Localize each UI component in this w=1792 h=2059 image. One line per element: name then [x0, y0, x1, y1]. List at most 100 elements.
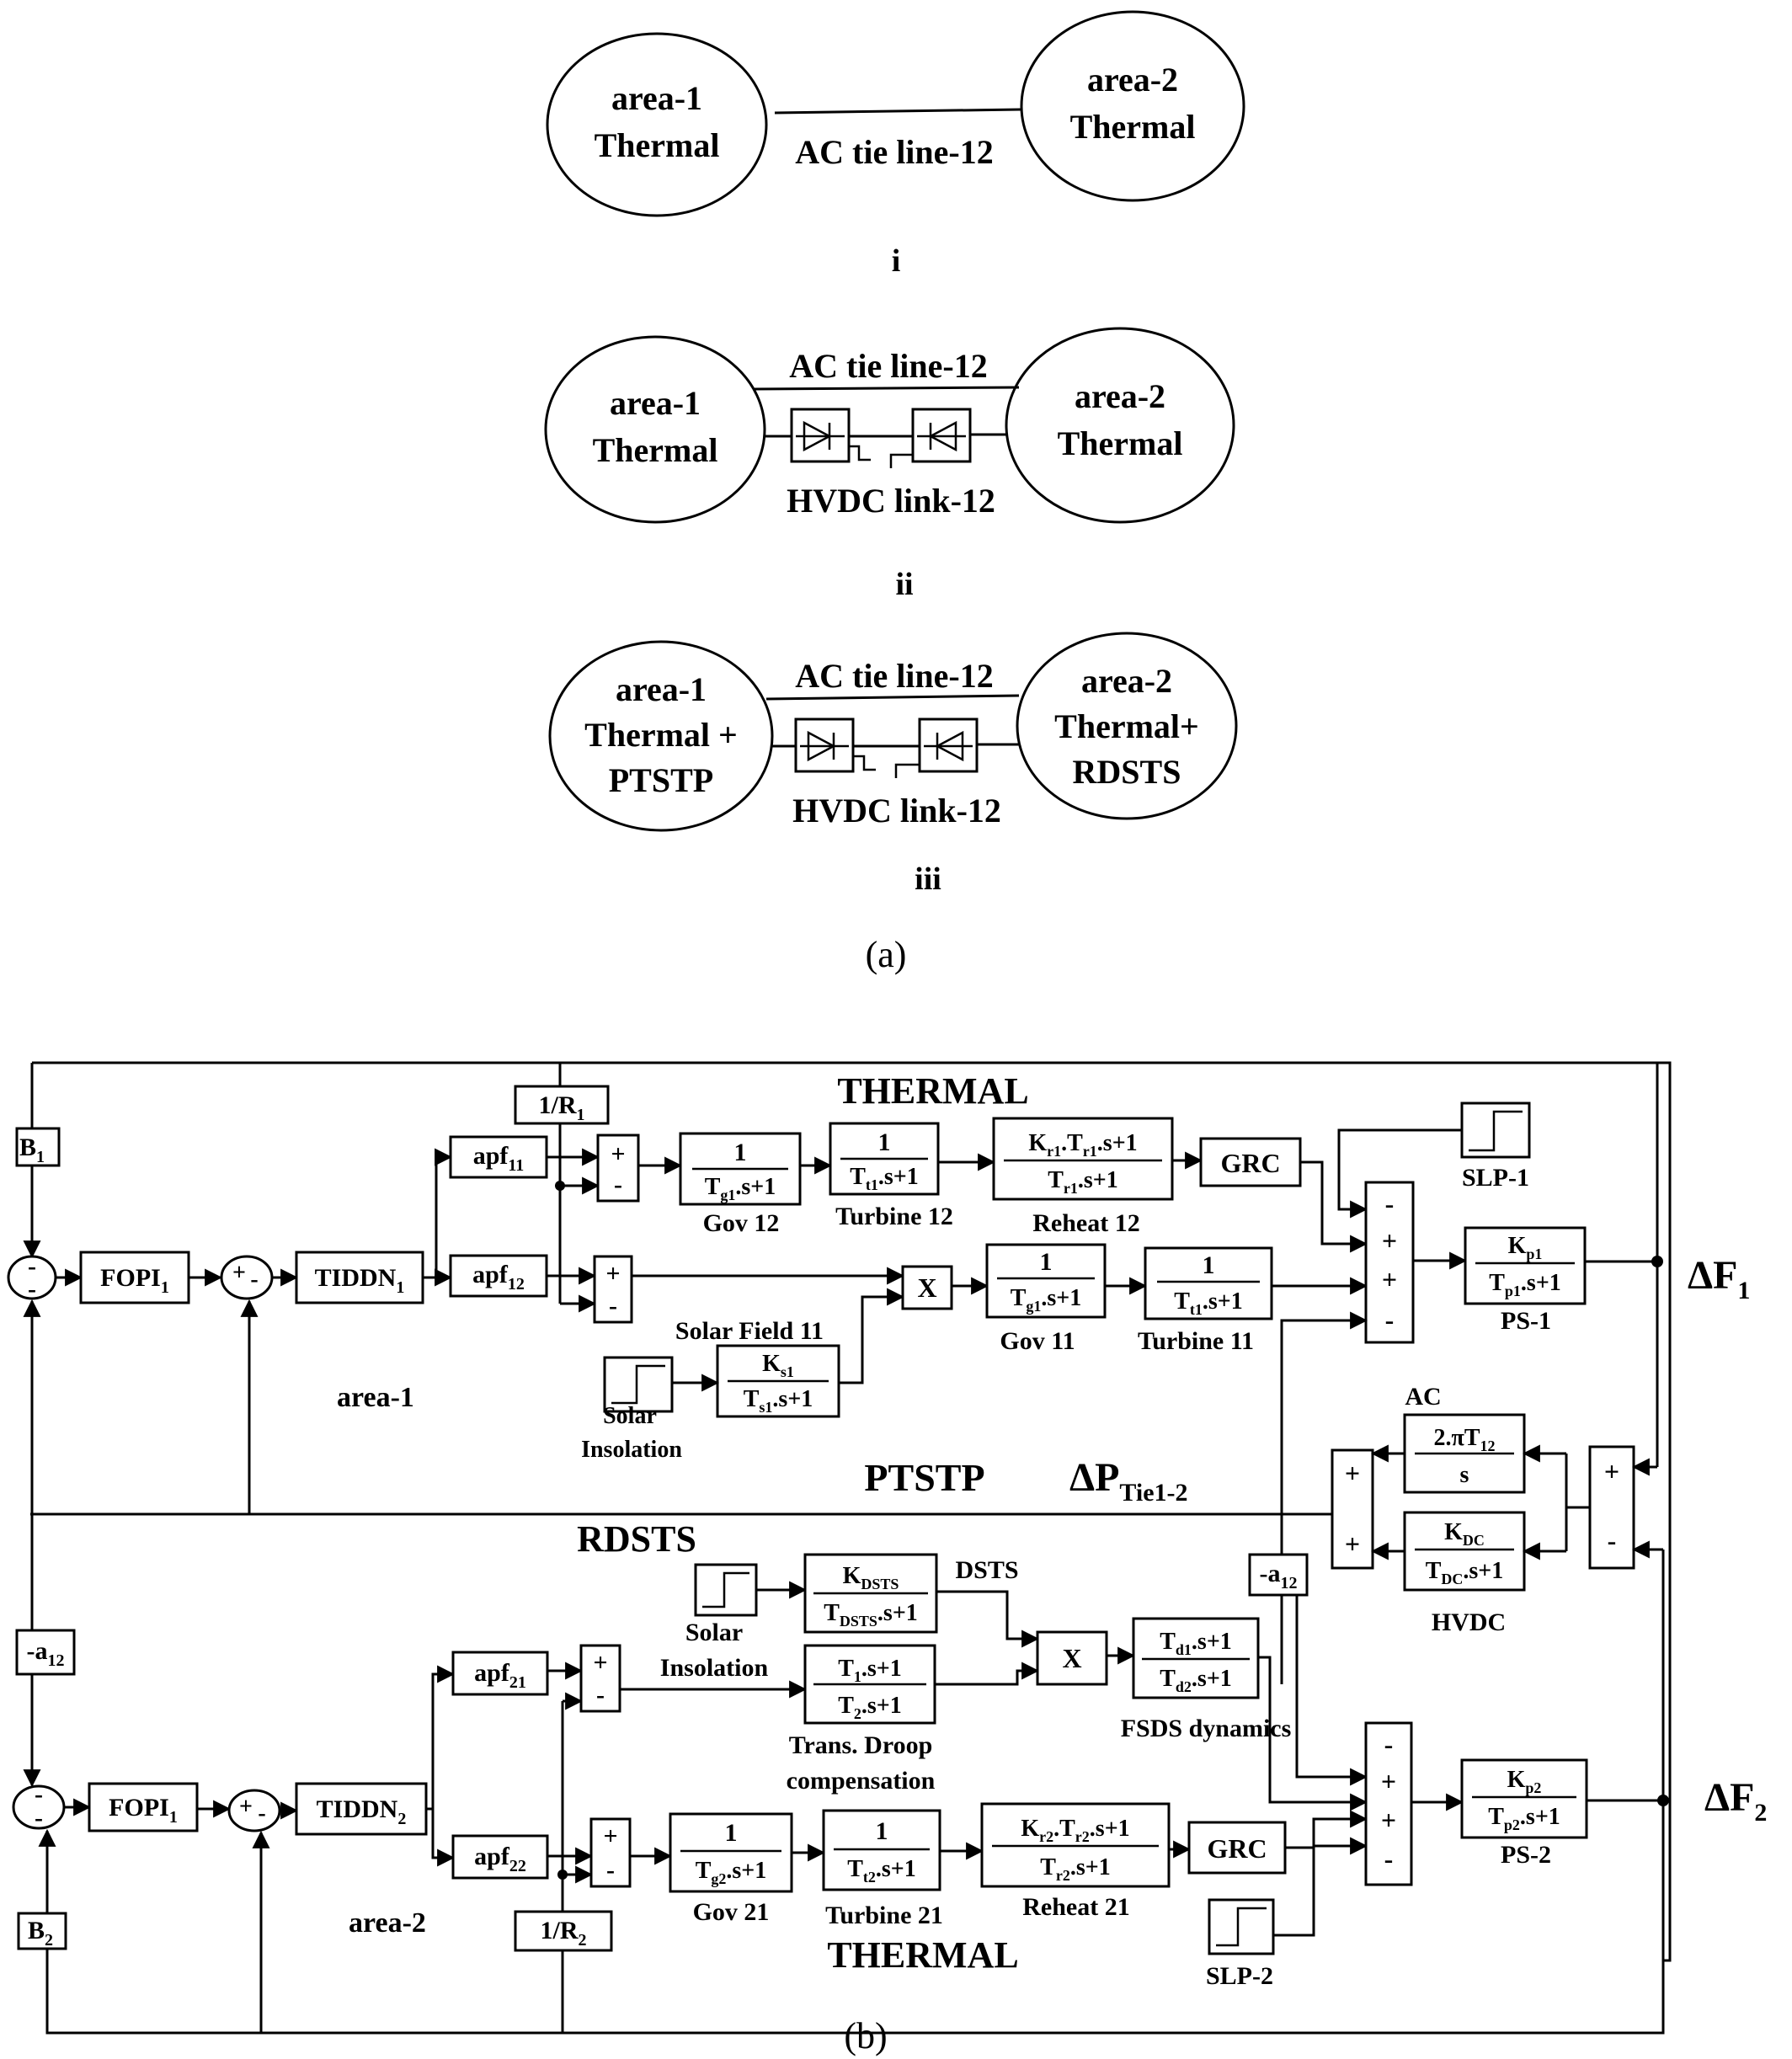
- dsts-caption: DSTS: [955, 1556, 1018, 1584]
- b1-label: B1: [19, 1134, 45, 1166]
- dsts-den: TDSTS.s+1: [824, 1600, 918, 1630]
- sign: -: [606, 1856, 615, 1884]
- apf21-block: [451, 1651, 549, 1696]
- reheat12-caption: Reheat 12: [1032, 1209, 1139, 1237]
- sum-a2-gov21: [589, 1817, 632, 1888]
- rdsts-title: RDSTS: [577, 1518, 696, 1560]
- diagram-label: ii: [895, 567, 913, 602]
- area1-node: [546, 32, 768, 217]
- turbine21-caption: Turbine 21: [825, 1902, 943, 1929]
- hvdc-num: KDC: [1444, 1519, 1485, 1549]
- fsds-caption: FSDS dynamics: [1121, 1715, 1292, 1742]
- r2-label: 1/R2: [541, 1917, 587, 1950]
- rectifier-icon: [800, 730, 849, 762]
- tur12-den: Tt1.s+1: [850, 1164, 919, 1193]
- top-bus: [32, 1061, 1672, 1962]
- diagram-i: area-1 Thermal area-2 Thermal AC tie lin…: [546, 10, 1245, 279]
- diagram-label: i: [892, 243, 901, 279]
- panel-b: B1 - - FOPI1 + - TIDDN1 apf11 apf12 1/R1: [7, 1061, 1767, 2056]
- tie-label: AC tie line-12: [789, 347, 988, 385]
- ps1-block: [1464, 1226, 1587, 1305]
- wire: [936, 1590, 1040, 1648]
- turbine11-caption: Turbine 11: [1138, 1327, 1254, 1355]
- wire: [1258, 1656, 1368, 1811]
- sum-tie-right: [1588, 1445, 1635, 1570]
- area2-type: Thermal: [1058, 424, 1183, 462]
- inverter-icon: [917, 420, 966, 452]
- sum-f1: [1364, 1181, 1415, 1344]
- gov21-num: 1: [725, 1819, 738, 1847]
- sign: +: [1382, 1264, 1397, 1294]
- area1-node: [544, 335, 766, 524]
- sign: +: [1345, 1528, 1360, 1559]
- sign: +: [232, 1260, 246, 1286]
- f1-output-label: ΔF1: [1688, 1253, 1750, 1304]
- reh12-num: Kr1.Tr1.s+1: [1028, 1130, 1137, 1160]
- ac-num: 2.πT12: [1433, 1425, 1495, 1454]
- gov11-block: [985, 1243, 1107, 1319]
- fopi1-label: FOPI1: [100, 1264, 169, 1297]
- gov11-caption: Gov 11: [1000, 1327, 1075, 1355]
- tur11-den: Tt1.s+1: [1174, 1288, 1243, 1318]
- sign: -: [596, 1681, 605, 1709]
- sign: -: [35, 1780, 43, 1808]
- fsds-den: Td2.s+1: [1160, 1666, 1232, 1695]
- b2-label: B2: [28, 1917, 53, 1950]
- grc1-label: GRC: [1220, 1148, 1280, 1178]
- sign: -: [609, 1292, 617, 1320]
- sign: +: [611, 1140, 625, 1168]
- tur21-den: Tt2.s+1: [847, 1856, 916, 1886]
- ps1-caption: PS-1: [1501, 1307, 1551, 1335]
- bottom-bus: [45, 1550, 1665, 2035]
- sign: +: [593, 1649, 607, 1677]
- mult1-label: X: [917, 1272, 936, 1303]
- area2-label: area-2: [1075, 377, 1165, 415]
- wire: [426, 1672, 453, 1811]
- ground-left: [853, 755, 876, 771]
- area2-type: Thermal+: [1054, 707, 1199, 745]
- wire: [431, 1809, 456, 1867]
- reh21-den: Tr2.s+1: [1040, 1854, 1111, 1884]
- sign: -: [1385, 1188, 1395, 1219]
- turbine12-caption: Turbine 12: [835, 1203, 953, 1230]
- inverter-icon: [924, 730, 973, 762]
- r1-label: 1/R1: [539, 1091, 585, 1124]
- tur11-num: 1: [1203, 1251, 1215, 1279]
- ps2-caption: PS-2: [1501, 1841, 1551, 1869]
- hvdc-den: TDC.s+1: [1426, 1558, 1504, 1587]
- gov11-den: Tg1.s+1: [1011, 1285, 1082, 1315]
- mult2-block: [1036, 1630, 1108, 1686]
- wire: [1300, 1160, 1368, 1253]
- diagram-ii: area-1 Thermal area-2 Thermal AC tie lin…: [544, 327, 1235, 602]
- grc1-block: [1199, 1137, 1302, 1187]
- sign: -: [1385, 1304, 1395, 1335]
- a12-left-label: -a12: [27, 1637, 65, 1670]
- wire: [423, 1155, 451, 1279]
- area2-label: area-2: [1081, 662, 1172, 700]
- tie-label: AC tie line-12: [795, 657, 994, 695]
- diagram-iii: area-1 Thermal + PTSTP area-2 Thermal+ R…: [548, 632, 1238, 897]
- hvdc-label: HVDC link-12: [792, 792, 1001, 829]
- thermal-title-bottom: THERMAL: [827, 1934, 1018, 1976]
- wire: [1337, 1128, 1462, 1219]
- area2-title: area-2: [349, 1907, 426, 1939]
- ps2-num: Kp2: [1507, 1767, 1542, 1796]
- sign: +: [239, 1794, 253, 1820]
- area1-title: area-1: [337, 1382, 414, 1413]
- tur21-num: 1: [876, 1817, 888, 1845]
- ps2-block: [1460, 1758, 1588, 1839]
- sign: -: [35, 1804, 43, 1832]
- area2-node: [1016, 632, 1238, 820]
- hvdc-block: [1403, 1511, 1526, 1592]
- droop-caption-l1: Trans. Droop: [789, 1731, 933, 1759]
- apf12-block: [449, 1254, 548, 1298]
- tiddn2-label: TIDDN2: [317, 1795, 407, 1828]
- mult1-block: [901, 1265, 953, 1310]
- apf22-label: apf22: [474, 1843, 526, 1875]
- sign: +: [1381, 1766, 1396, 1796]
- ac-tie-line: [754, 386, 1020, 391]
- area1-tech: PTSTP: [609, 761, 713, 799]
- gov21-caption: Gov 21: [693, 1898, 770, 1926]
- grc2-label: GRC: [1207, 1833, 1267, 1864]
- b1-block: [15, 1127, 61, 1167]
